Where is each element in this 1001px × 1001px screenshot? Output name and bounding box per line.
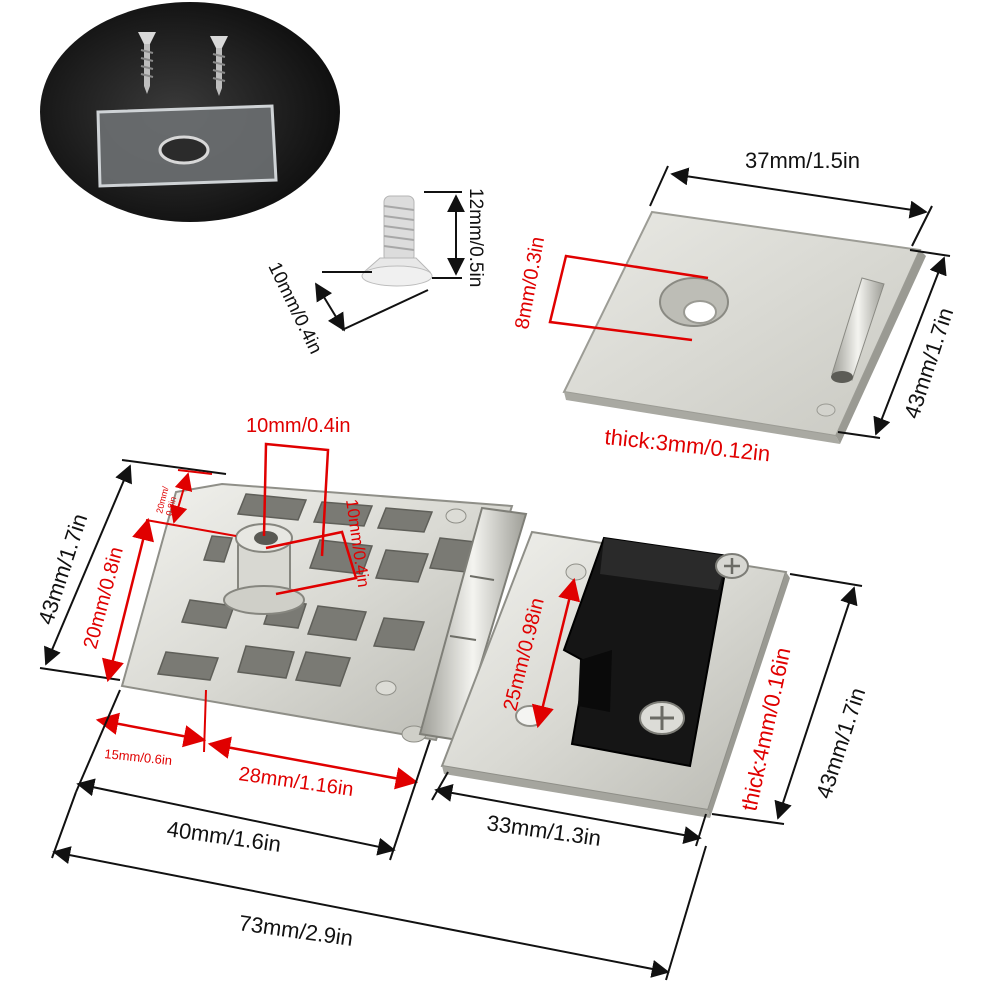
hinge-10mm-top-label: 10mm/0.4in [246,415,351,437]
hinge-20mm-small-label: 20mm/0.8in [154,485,180,517]
plate-width-dimension: 37mm/1.5in [649,148,933,247]
screw-length-dimension: 12mm/0.5in [424,188,486,287]
plate-hole-label: 8mm/0.3in [511,235,549,331]
mounting-plate [562,210,926,444]
countersunk-screw [361,195,433,287]
hinge-73mm-dimension: 73mm/2.9in [51,791,707,981]
plate-height-label: 43mm/1.7in [899,304,958,421]
screws-pad-inset [40,2,340,222]
rubber-clamp-icon [562,536,730,768]
phillips-screw-icon [715,553,749,579]
plate-thickness-label: thick:3mm/0.12in [603,424,771,466]
hinge-15mm-label: 15mm/0.6in [104,746,173,768]
hinge-10mm-top-dimension: 10mm/0.4in [246,415,351,557]
hinge-left-height-label: 43mm/1.7in [33,510,92,627]
plate-width-label: 37mm/1.5in [745,148,860,173]
threaded-insert-icon [223,523,305,615]
hinge-left-leaf [120,482,514,743]
wood-screw-icon [138,32,156,94]
screw-length-label: 12mm/0.5in [465,188,486,287]
hinge-28mm-label: 28mm/1.16in [237,763,355,801]
screw-head-label: 10mm/0.4in [264,259,326,357]
hinge-20mm-label: 20mm/0.8in [80,545,128,652]
wood-screw-icon [210,36,228,96]
clear-pad-icon [96,104,278,188]
phillips-screw-icon [639,701,685,735]
hinge-20mm-small-dimension: 20mm/0.8in [154,469,213,524]
hinge-73mm-label: 73mm/2.9in [237,910,354,951]
hinge-right-leaf [440,530,790,818]
hinge-right-height-label: 43mm/1.7in [811,684,870,801]
hinge-28mm-dimension: 28mm/1.16in [207,736,419,801]
hinge-15mm-dimension: 15mm/0.6in [95,689,207,768]
